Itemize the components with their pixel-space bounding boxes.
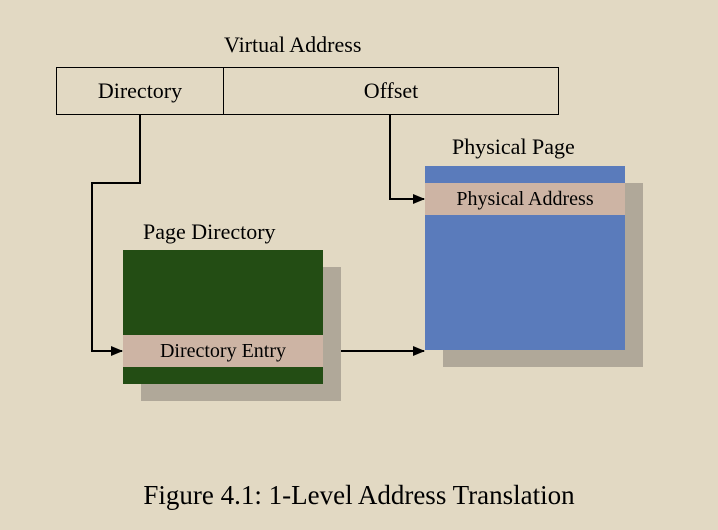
virtual-address-offset-field: Offset (223, 67, 559, 115)
directory-to-entry-arrow (91, 115, 141, 356)
physical-address-entry: Physical Address (425, 183, 625, 215)
directory-entry: Directory Entry (123, 335, 323, 367)
page-directory-title: Page Directory (143, 219, 276, 244)
virtual-address-title: Virtual Address (224, 32, 362, 57)
offset-to-physical-address-arrow (389, 115, 425, 204)
figure-caption: Figure 4.1: 1-Level Address Translation (143, 480, 575, 510)
physical-page-title: Physical Page (452, 134, 575, 159)
